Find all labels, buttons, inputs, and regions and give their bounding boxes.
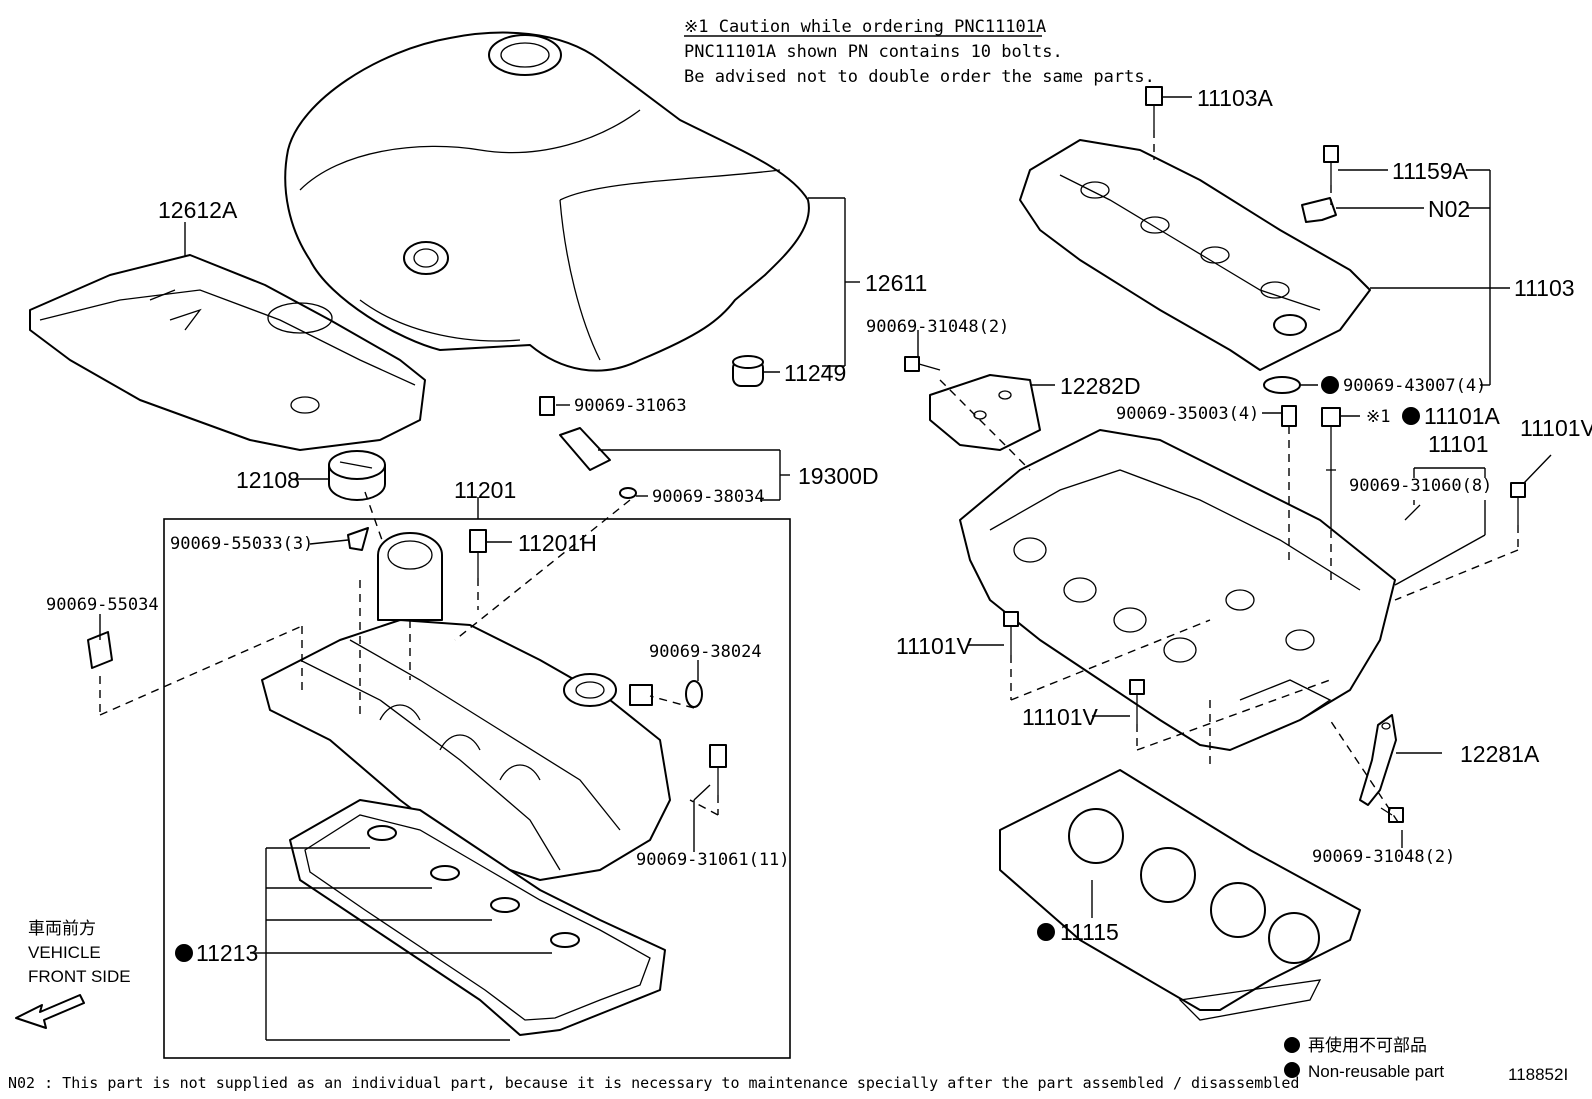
label-90069-31048-top[interactable]: 90069-31048(2) [866, 317, 1009, 337]
head-cover-sub-assy-box [163, 518, 791, 1059]
vehicle-front-line2: FRONT SIDE [28, 967, 131, 986]
non-reusable-legend: 再使用不可部品 Non-reusable part [1284, 1035, 1444, 1081]
legend-jp: 再使用不可部品 [1308, 1035, 1427, 1055]
label-11101A-mark: ※1 [1366, 407, 1390, 427]
label-12611[interactable]: 12611 [865, 270, 927, 296]
vehicle-front-line1: VEHICLE [28, 943, 101, 962]
label-11101V-mid[interactable]: 11101V [896, 633, 973, 659]
label-90069-35003[interactable]: 90069-35003(4) [1116, 404, 1259, 424]
cylinder-head-cover-11201[interactable] [261, 532, 671, 881]
label-11213[interactable]: 11213 [196, 940, 258, 966]
camshaft-housing-11103[interactable] [1019, 139, 1371, 371]
bracket-12282D[interactable] [929, 374, 1041, 451]
bolt-11101V-low[interactable] [1129, 679, 1145, 724]
label-11101V-right[interactable]: 11101V [1520, 415, 1592, 441]
legend-dot-icon [1284, 1062, 1300, 1078]
figure-id: 118852I [1508, 1065, 1568, 1084]
bolt-11201H[interactable] [469, 529, 487, 578]
label-90069-31060[interactable]: 90069-31060(8) [1349, 476, 1492, 496]
footer-note: N02 : This part is not supplied as an in… [8, 1074, 1299, 1092]
bolt-90069-31061[interactable] [709, 744, 727, 795]
caution-title: ※1 Caution while ordering PNC11101A [684, 17, 1046, 37]
label-90069-31063[interactable]: 90069-31063 [574, 396, 687, 416]
label-11101A[interactable]: 11101A [1424, 403, 1501, 429]
bolt-90069-31048-top[interactable] [904, 356, 941, 372]
label-11115[interactable]: 11115 [1060, 919, 1119, 945]
caution-line-2: PNC11101A shown PN contains 10 bolts. [684, 42, 1063, 62]
label-12282D[interactable]: 12282D [1060, 373, 1141, 399]
ring-90069-43007[interactable] [1263, 376, 1301, 394]
part-labels: 11103A 11159A N02 11103 12612A 12611 112… [46, 85, 1592, 966]
bolt-11159A[interactable] [1323, 145, 1339, 185]
legend-en: Non-reusable part [1308, 1062, 1444, 1081]
clip-90069-55033[interactable] [347, 527, 369, 551]
label-11103A[interactable]: 11103A [1197, 85, 1274, 111]
cover-12612A[interactable] [29, 254, 426, 451]
label-11101V-low[interactable]: 11101V [1022, 704, 1099, 730]
label-11103[interactable]: 11103 [1514, 275, 1575, 301]
cylinder-head-11101[interactable] [959, 429, 1396, 751]
label-90069-38024[interactable]: 90069-38024 [649, 642, 762, 662]
vehicle-front-arrow-icon [15, 994, 85, 1029]
stud-90069-31060[interactable] [1404, 504, 1421, 521]
label-11159A[interactable]: 11159A [1392, 158, 1469, 184]
dowel-90069-35003[interactable] [1281, 405, 1297, 427]
head-bolt-11101A[interactable] [1321, 407, 1341, 530]
grommet-11249[interactable] [732, 355, 764, 387]
label-11101[interactable]: 11101 [1428, 431, 1489, 457]
assembly-dashed-lines [99, 130, 1519, 823]
label-90069-31048-bottom[interactable]: 90069-31048(2) [1312, 847, 1455, 867]
label-90069-38034[interactable]: 90069-38034 [652, 487, 765, 507]
head-gasket-11115[interactable] [999, 769, 1361, 1021]
bolt-90069-31048-bottom[interactable] [1380, 807, 1404, 823]
bracket-12281A[interactable] [1359, 714, 1397, 806]
gasket-11213[interactable] [289, 799, 666, 1036]
non-reusable-dot-icon [175, 944, 193, 962]
gasket-bracket-lines [265, 847, 552, 1041]
bolt-11101V-mid[interactable] [1003, 611, 1019, 655]
vehicle-front-jp: 車両前方 [28, 919, 96, 938]
label-19300D[interactable]: 19300D [798, 463, 879, 489]
label-11201H[interactable]: 11201H [518, 530, 597, 556]
legend-dot-icon [1284, 1037, 1300, 1053]
caution-note: ※1 Caution while ordering PNC11101A PNC1… [684, 17, 1155, 87]
label-12108[interactable]: 12108 [236, 467, 300, 493]
cap-N02[interactable] [1301, 197, 1337, 223]
bolt-11101V-right[interactable] [1510, 482, 1526, 525]
non-reusable-dot-icon [1037, 923, 1055, 941]
label-90069-43007[interactable]: 90069-43007(4) [1343, 376, 1486, 396]
pcv-valve-19300D[interactable] [539, 396, 637, 499]
non-reusable-dot-icon [1321, 376, 1339, 394]
label-12281A[interactable]: 12281A [1460, 741, 1540, 767]
leader-lines [99, 96, 1552, 954]
label-11249[interactable]: 11249 [784, 360, 846, 386]
bolt-11103A[interactable] [1145, 86, 1163, 130]
label-90069-55033[interactable]: 90069-55033(3) [170, 534, 313, 554]
label-11201[interactable]: 11201 [454, 477, 516, 503]
caution-line-3: Be advised not to double order the same … [684, 67, 1155, 87]
label-N02[interactable]: N02 [1428, 196, 1470, 222]
engine-cover-12611[interactable] [284, 31, 810, 372]
o-ring-90069-38024[interactable] [685, 680, 703, 708]
label-90069-31061[interactable]: 90069-31061(11) [636, 850, 790, 870]
non-reusable-dot-icon [1402, 407, 1420, 425]
vehicle-front-legend: 車両前方 VEHICLE FRONT SIDE [28, 919, 131, 986]
clip-90069-55034[interactable] [87, 631, 113, 669]
label-90069-55034[interactable]: 90069-55034 [46, 595, 159, 615]
label-12612A[interactable]: 12612A [158, 197, 238, 223]
oil-filler-cap-12108[interactable] [328, 450, 386, 501]
